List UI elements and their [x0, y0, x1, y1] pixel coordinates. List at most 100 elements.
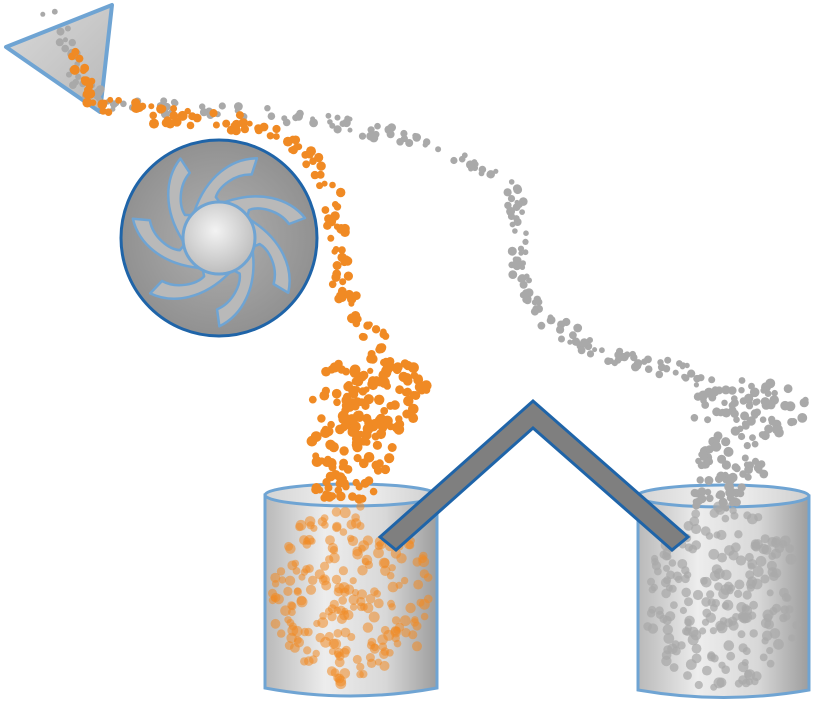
light-particle	[716, 490, 726, 500]
heavy-particle	[268, 588, 277, 598]
heavy-particle	[342, 483, 350, 491]
light-particle	[714, 582, 723, 591]
light-particle	[374, 122, 381, 130]
light-particle	[646, 608, 656, 618]
light-particle	[741, 420, 748, 427]
heavy-particle	[324, 483, 333, 492]
heavy-particle	[339, 278, 347, 286]
light-particle	[694, 680, 703, 690]
heavy-particle	[403, 360, 413, 371]
light-particle	[366, 131, 376, 141]
light-particle	[668, 584, 677, 593]
heavy-particle	[325, 535, 335, 545]
heavy-particle	[326, 666, 337, 676]
light-particle	[662, 615, 672, 626]
light-particle	[592, 347, 598, 353]
light-particle	[729, 499, 736, 507]
light-particle	[310, 116, 316, 122]
heavy-particle	[231, 119, 242, 129]
light-particle	[519, 209, 525, 216]
light-particle	[681, 373, 688, 380]
light-particle	[766, 647, 774, 655]
heavy-particle	[303, 646, 312, 655]
heavy-particle	[356, 522, 365, 530]
heavy-particle	[369, 643, 380, 654]
light-particle	[713, 677, 725, 689]
light-particle	[738, 387, 745, 394]
light-particle	[358, 132, 367, 140]
light-particle	[711, 388, 719, 397]
heavy-particle	[362, 622, 374, 633]
heavy-particle	[366, 321, 373, 328]
heavy-particle	[374, 541, 383, 551]
left-bin-contents	[268, 502, 433, 690]
heavy-particle	[212, 121, 220, 129]
light-particle	[771, 538, 781, 548]
heavy-particle	[343, 609, 354, 621]
heavy-particle	[235, 111, 244, 120]
light-particle	[742, 590, 752, 600]
heavy-particle	[421, 380, 432, 391]
light-particle	[745, 402, 754, 410]
light-particle	[691, 540, 701, 550]
heavy-particle	[401, 628, 411, 638]
light-particle	[760, 397, 770, 407]
heavy-particle	[378, 642, 388, 651]
heavy-particle	[347, 534, 355, 543]
fan-hub	[181, 200, 257, 276]
heavy-particle	[408, 630, 418, 640]
light-particle	[493, 168, 499, 174]
heavy-particle	[339, 507, 351, 519]
heavy-particle	[192, 113, 202, 123]
light-particle	[694, 497, 703, 506]
light-particle	[327, 119, 333, 125]
heavy-particle	[347, 633, 356, 641]
heavy-particle	[334, 294, 344, 304]
heavy-particle	[158, 105, 167, 113]
heavy-particle	[276, 567, 286, 576]
light-particle	[744, 473, 752, 481]
light-particle	[717, 454, 727, 464]
heavy-particle	[320, 514, 329, 522]
heavy-particle	[283, 586, 293, 597]
light-particle	[569, 331, 577, 340]
heavy-particle	[386, 571, 395, 580]
light-particle	[509, 221, 516, 228]
light-particle	[664, 356, 672, 364]
heavy-particle	[310, 524, 318, 532]
light-particle	[512, 260, 519, 267]
light-particle	[56, 27, 65, 36]
heavy-particle	[336, 187, 346, 198]
heavy-particle	[363, 386, 370, 393]
heavy-particle	[391, 633, 400, 643]
heavy-particle	[329, 181, 336, 189]
heavy-particle	[412, 621, 422, 631]
heavy-particle	[373, 466, 383, 475]
light-particle	[422, 142, 428, 148]
heavy-particle	[359, 370, 369, 380]
heavy-particle	[354, 439, 363, 447]
heavy-particle	[163, 116, 172, 124]
heavy-particle	[379, 660, 390, 671]
light-particle	[745, 678, 753, 686]
light-particle	[721, 408, 731, 418]
light-particle	[68, 38, 77, 47]
heavy-particle	[288, 622, 297, 631]
heavy-particle	[288, 146, 295, 154]
light-particle	[522, 289, 530, 298]
light-particle	[435, 146, 442, 153]
light-particle	[748, 382, 755, 390]
heavy-particle	[359, 670, 368, 679]
light-particle	[458, 155, 466, 163]
heavy-particle	[373, 598, 384, 609]
heavy-particle	[348, 492, 357, 501]
light-particle	[507, 195, 516, 203]
light-particle	[704, 476, 714, 485]
light-particle	[764, 390, 772, 397]
light-particle	[734, 589, 743, 599]
heavy-particle	[209, 109, 218, 118]
light-particle	[693, 392, 703, 401]
heavy-particle	[387, 581, 399, 593]
heavy-particle	[295, 519, 307, 531]
light-particle	[523, 230, 529, 236]
